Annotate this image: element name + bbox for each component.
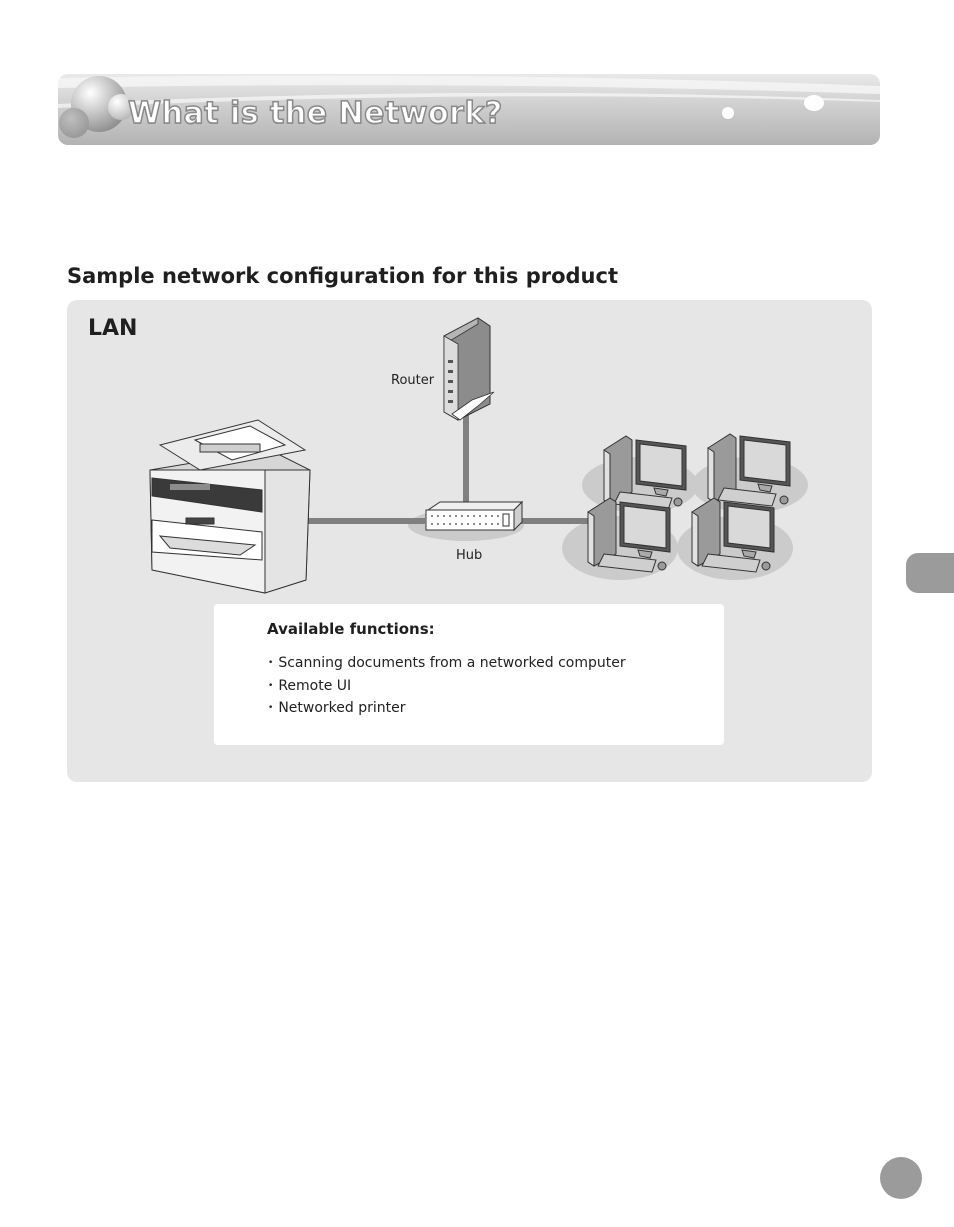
decorative-sphere-icon xyxy=(59,108,89,138)
functions-list: Scanning documents from a networked comp… xyxy=(268,652,626,720)
list-item: Scanning documents from a networked comp… xyxy=(268,652,626,675)
list-item: Networked printer xyxy=(268,697,626,720)
router-label: Router xyxy=(391,373,434,388)
section-heading: Sample network configuration for this pr… xyxy=(67,264,618,288)
hub-label: Hub xyxy=(456,548,482,563)
page-title: What is the Network? xyxy=(128,96,503,131)
list-item: Remote UI xyxy=(268,675,626,698)
functions-title: Available functions: xyxy=(267,620,435,638)
decorative-dot xyxy=(722,107,734,119)
lan-label: LAN xyxy=(88,316,137,341)
page-number-marker xyxy=(880,1157,922,1199)
chapter-tab xyxy=(906,553,954,593)
decorative-dot xyxy=(804,95,824,111)
